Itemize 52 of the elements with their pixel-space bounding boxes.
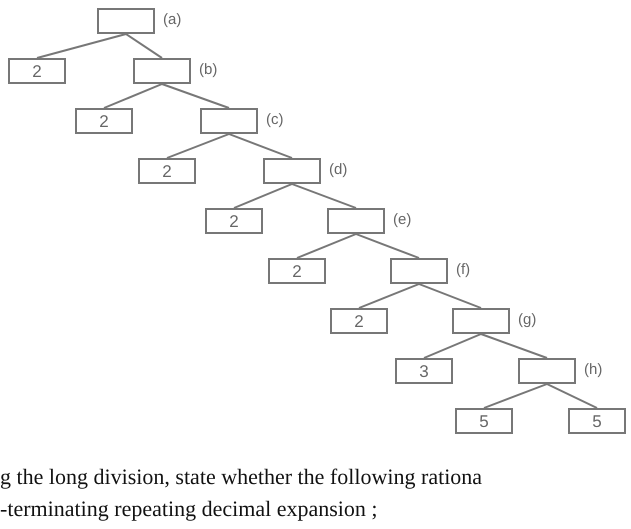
factor-box — [330, 308, 388, 334]
empty-factor-box — [518, 358, 576, 384]
empty-factor-box — [390, 258, 448, 284]
factor-number: 5 — [592, 412, 602, 430]
factor-number: 2 — [99, 112, 109, 130]
box-label: (a) — [163, 11, 182, 28]
tree-branch — [162, 83, 230, 109]
box-label: (f) — [456, 261, 470, 278]
tree-branch — [480, 333, 548, 359]
tree-branch — [418, 283, 482, 309]
factor-box — [138, 158, 196, 184]
box-label: (g) — [518, 311, 536, 328]
box-label: (b) — [199, 61, 218, 78]
tree-branch — [296, 233, 356, 259]
tree-branch — [228, 133, 292, 159]
factor-number: 2 — [229, 212, 239, 230]
page-text: -terminating repeating decimal expansion ; — [0, 496, 378, 522]
factor-box — [568, 408, 626, 434]
tree-branch — [36, 33, 126, 59]
tree-branch — [234, 183, 292, 209]
tree-branch — [484, 383, 548, 409]
box-label: (h) — [584, 361, 602, 378]
tree-branch — [358, 283, 420, 309]
empty-factor-box — [200, 108, 258, 134]
empty-factor-box — [133, 58, 191, 84]
box-label: (d) — [329, 161, 348, 178]
factor-number: 2 — [162, 162, 172, 180]
tree-branch — [166, 133, 230, 159]
factor-box — [455, 408, 513, 434]
tree-branch — [424, 333, 482, 359]
factor-number: 3 — [419, 362, 429, 380]
factor-box — [268, 258, 326, 284]
tree-branch — [125, 33, 163, 59]
factor-number: 2 — [292, 262, 302, 280]
factor-box — [205, 208, 263, 234]
empty-factor-box — [97, 8, 155, 34]
box-label: (c) — [266, 111, 284, 128]
tree-branch — [356, 233, 420, 259]
factor-number: 5 — [479, 412, 489, 430]
factor-number: 2 — [32, 62, 42, 80]
tree-branch — [546, 383, 598, 409]
empty-factor-box — [452, 308, 510, 334]
factor-box — [8, 58, 66, 84]
factor-box — [395, 358, 453, 384]
page-text: g the long division, state whether the following rationa — [0, 464, 482, 490]
tree-branch — [104, 83, 162, 109]
factor-number: 2 — [354, 312, 364, 330]
empty-factor-box — [263, 158, 321, 184]
box-label: (e) — [393, 211, 412, 228]
empty-factor-box — [327, 208, 385, 234]
tree-branch — [292, 183, 356, 209]
factor-box — [75, 108, 133, 134]
